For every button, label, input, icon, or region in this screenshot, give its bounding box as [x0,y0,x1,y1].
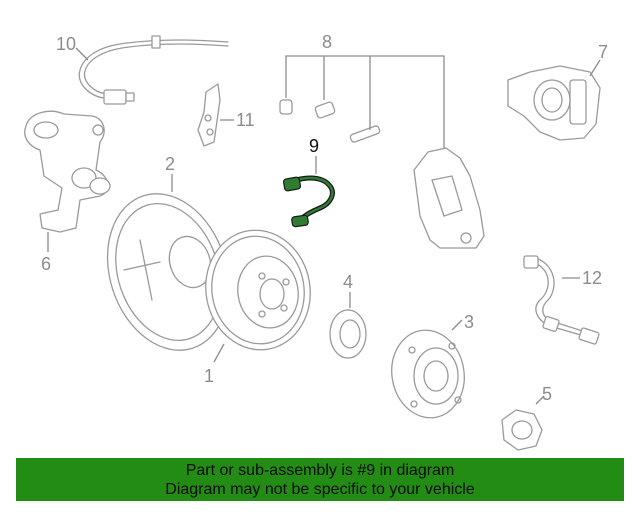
leader-7 [589,59,601,77]
callout-9: 9 [309,136,319,156]
leader-10 [75,47,89,61]
part-12-brake-hose [523,255,600,345]
callout-2: 2 [165,154,175,174]
banner-line-2: Diagram may not be specific to your vehi… [165,481,475,498]
part-5-nut [501,409,543,451]
callout-1: 1 [204,366,214,386]
banner-line-1: Part or sub-assembly is #9 in diagram [185,462,455,479]
part-3-wheel-hub [391,329,465,419]
callout-8: 8 [322,32,332,52]
leader-1 [213,343,225,363]
part-11-bracket [197,83,221,147]
part-4-seal [329,309,367,359]
part-6-steering-knuckle [24,110,111,233]
callout-11: 11 [236,110,255,130]
callout-3: 3 [464,312,474,332]
leader-5 [535,395,545,405]
part-9-wear-sensor [282,175,335,228]
callout-5: 5 [542,384,552,404]
callout-10: 10 [56,34,76,54]
callout-12: 12 [582,268,602,288]
leader-8 [285,55,445,148]
callout-7: 7 [598,42,608,62]
part-1-brake-rotor [205,229,311,351]
info-banner: Part or sub-assembly is #9 in diagram Di… [16,458,624,501]
callout-4: 4 [343,272,353,292]
part-2-dust-shield [106,193,230,351]
part-7-caliper [507,65,601,141]
part-10-sensor-cable [78,35,229,105]
part-8-guide-pins [279,99,381,143]
leader-3 [451,319,463,331]
part-carrier [413,147,485,249]
callout-6: 6 [41,254,51,274]
